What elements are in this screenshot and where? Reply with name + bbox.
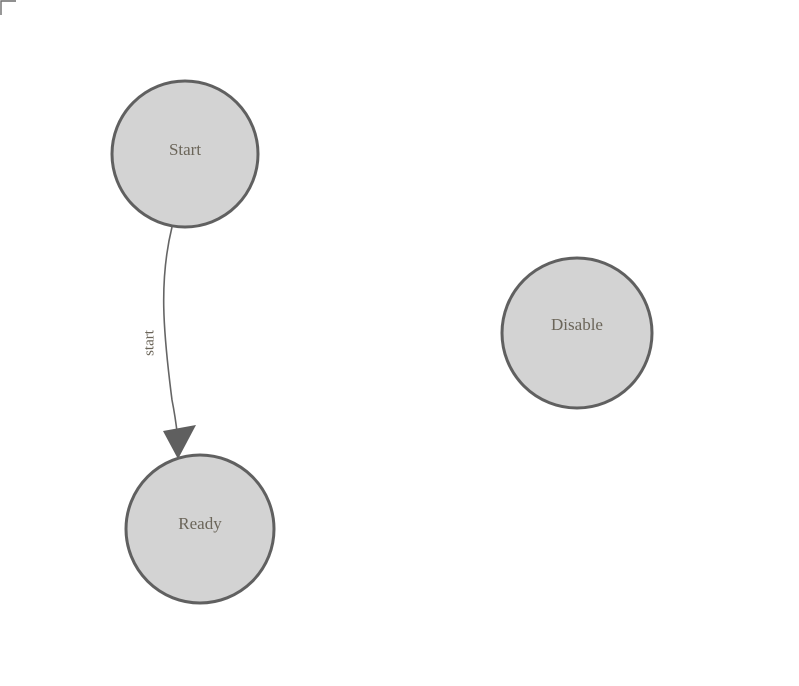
arrowhead-icon: [163, 425, 196, 459]
node-ready-circle[interactable]: [124, 453, 276, 605]
edge-start-to-ready[interactable]: start: [141, 226, 196, 459]
node-ready[interactable]: Ready: [124, 453, 276, 605]
node-start-circle[interactable]: [110, 79, 260, 229]
edge-path-start-to-ready: [162, 226, 179, 441]
node-disable-label: Disable: [551, 315, 603, 334]
node-start-label: Start: [169, 140, 201, 159]
node-disable[interactable]: Disable: [500, 256, 654, 410]
node-ready-label: Ready: [178, 514, 222, 533]
node-start[interactable]: Start: [110, 79, 260, 229]
edge-label-start: start: [141, 329, 157, 356]
selection-corner-mark-icon: [0, 0, 16, 15]
node-disable-circle[interactable]: [500, 256, 654, 410]
